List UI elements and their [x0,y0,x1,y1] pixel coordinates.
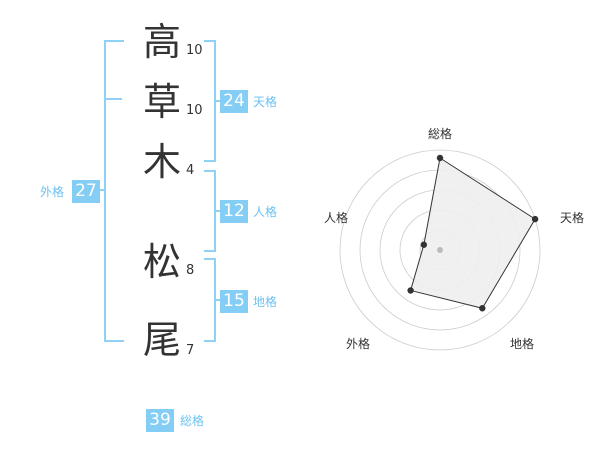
chikaku-value: 15 [220,290,248,313]
name-char-3: 木 [142,140,181,184]
stroke-count-5: 7 [186,343,195,358]
radar-axis-label-3: 地格 [510,336,534,351]
radar-point-2 [531,215,539,223]
tenkaku-label: 天格 [253,95,278,109]
gaikaku-value: 27 [72,180,100,203]
radar-grid-ring-1 [339,149,541,351]
radar-point-3 [479,305,486,312]
chikaku-connector [214,299,220,301]
radar-center-dot [437,247,443,253]
radar-axis-label-5: 人格 [324,210,348,225]
gaikaku-label: 外格 [40,185,65,199]
tenkaku-value: 24 [220,90,248,113]
jinkaku-connector [214,210,220,212]
radar-point-1 [436,154,444,162]
stroke-count-2: 10 [186,103,203,118]
radar-point-4 [407,287,414,294]
stroke-count-4: 8 [186,263,195,278]
tenkaku-connector [214,100,220,102]
gaikaku-bracket-tick [104,98,122,100]
radar-axis-label-4: 外格 [346,336,370,351]
name-char-2: 草 [142,80,181,124]
jinkaku-value: 12 [220,200,248,223]
radar-series-polygon [409,157,536,309]
name-char-1: 高 [142,20,181,64]
radar-point-5 [420,241,428,248]
stroke-count-1: 10 [186,43,203,58]
chikaku-label: 地格 [253,295,278,309]
radar-axis-label-1: 総格 [428,126,452,141]
soukaku-label: 総格 [180,414,205,428]
gaikaku-bracket [104,40,124,342]
jinkaku-label: 人格 [253,205,278,219]
radar-axis-label-2: 天格 [560,210,584,225]
stroke-count-3: 4 [186,163,195,178]
name-char-4: 松 [142,240,181,284]
name-char-5: 尾 [142,318,181,362]
soukaku-value: 39 [146,409,174,432]
